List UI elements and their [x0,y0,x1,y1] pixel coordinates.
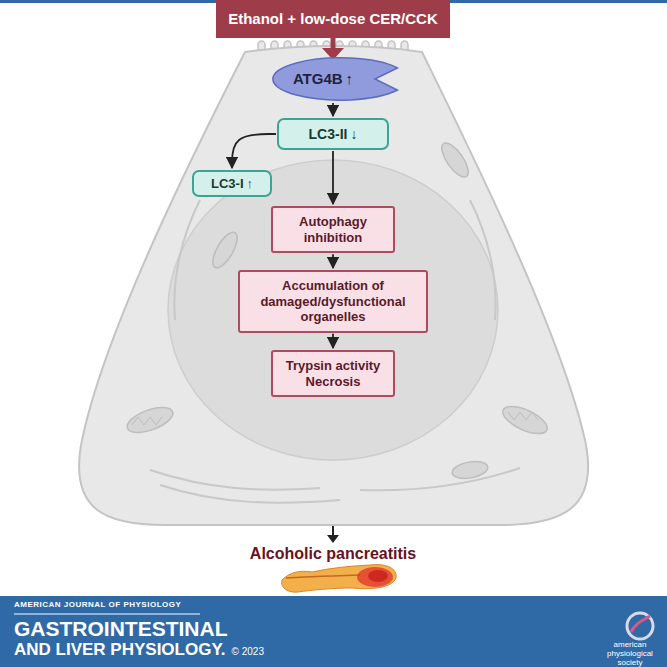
flow-arrow [332,334,334,348]
change-arrow: ↓ [350,126,357,143]
process-box: Autophagy inhibition [271,206,395,253]
endoplasmic-reticulum [150,200,520,503]
footer-band [0,596,667,667]
mitochondria [124,139,551,481]
flow-arrow [332,103,334,116]
journal-name: AMERICAN JOURNAL OF PHYSIOLOGY [14,601,254,610]
pancreas-illustration [282,565,397,593]
node-text: Accumulation of damaged/dysfunctional or… [248,278,418,325]
node-text: Trypsin activity Necrosis [281,358,385,389]
flow-arrow [232,134,276,168]
society-name: american physiological society [597,641,663,667]
outcome-arrowhead [327,535,339,543]
copyright: © 2023 [232,646,292,657]
node-text: ATG4B [293,70,343,88]
stimulus-banner: Ethanol + low-dose CER/CCK [216,0,450,38]
enzyme-blob: ATG4B↑ [263,56,403,102]
journal-title: GASTROINTESTINAL [14,617,274,640]
society-logo [627,613,653,639]
change-arrow: ↑ [247,176,254,192]
node-text: LC3-I [211,176,244,192]
process-box: Accumulation of damaged/dysfunctional or… [238,270,428,333]
nucleus [168,160,498,460]
node-text: Ethanol + low-dose CER/CCK [228,10,438,28]
protein-box: LC3-II↓ [277,118,389,150]
acinar-cell [79,46,588,525]
change-arrow: ↑ [346,70,354,88]
flow-arrow [332,254,334,268]
protein-box: LC3-I↑ [192,170,272,197]
outcome-arrow [332,526,334,536]
node-text: LC3-II [309,126,348,143]
journal-title: AND LIVER PHYSIOLOGY. [14,641,244,660]
process-box: Trypsin activity Necrosis [271,350,395,397]
cristae [132,412,538,425]
flow-arrow [332,151,334,204]
footer-rule [14,614,200,615]
outcome-label: Alcoholic pancreatitis [233,545,433,563]
node-text: Autophagy inhibition [281,214,385,245]
